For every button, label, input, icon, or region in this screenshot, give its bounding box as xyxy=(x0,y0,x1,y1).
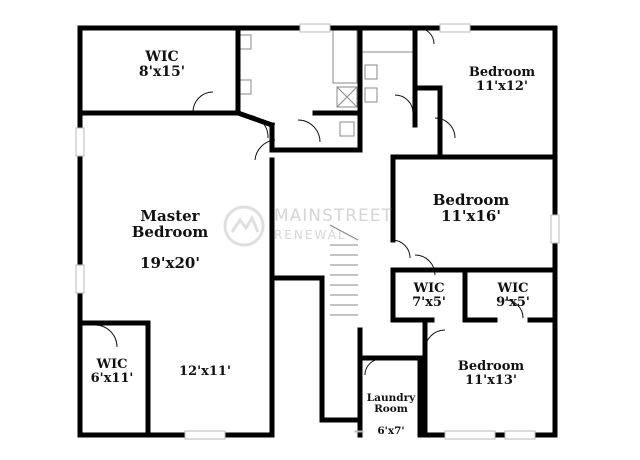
room-dims: 8'x15' xyxy=(138,63,186,80)
fixtures xyxy=(236,27,415,316)
shower-fixture xyxy=(336,86,358,108)
room-label-wic-mid-a: WIC 7'x5' xyxy=(412,282,446,309)
room-label-sitting: 12'x11' xyxy=(179,365,231,379)
watermark-line1: MAINSTREET xyxy=(274,206,393,226)
room-label-bedroom-ne: Bedroom 11'x12' xyxy=(469,66,535,93)
room-dims: 12'x11' xyxy=(179,364,231,379)
room-name: WIC xyxy=(145,49,179,65)
room-name: Bedroom xyxy=(457,359,525,374)
room-dims: 6'x11' xyxy=(90,370,134,386)
room-name: WIC xyxy=(497,281,529,296)
room-name: Bedroom xyxy=(468,65,536,80)
watermark-line2: RENEWAL xyxy=(274,228,347,242)
room-label-wic-top: WIC 8'x15' xyxy=(139,50,185,79)
room-name: WIC xyxy=(413,281,445,296)
room-label-master: Master Bedroom 19'x20' xyxy=(132,193,209,288)
toilet-fixture xyxy=(339,121,355,137)
room-label-wic-sw: WIC 6'x11' xyxy=(91,358,134,385)
room-name: Master Bedroom xyxy=(131,206,209,241)
room-name: Bedroom xyxy=(432,191,510,209)
room-label-laundry: Laundry Room 6'x7' xyxy=(367,382,415,448)
room-label-bedroom-mid: Bedroom 11'x16' xyxy=(432,191,510,225)
room-dims: 9'x5' xyxy=(496,294,530,310)
room-dims: 7'x5' xyxy=(412,294,446,310)
room-label-bedroom-se: Bedroom 11'x13' xyxy=(458,360,524,387)
watermark-logo-icon xyxy=(223,205,265,247)
staircase-steps xyxy=(330,244,358,316)
room-dims: 11'x16' xyxy=(441,206,501,225)
watermark: MAINSTREET RENEWAL xyxy=(222,198,452,258)
room-label-wic-mid-b: WIC 9'x5' xyxy=(496,282,530,309)
room-name: Laundry Room xyxy=(366,392,416,416)
toilet-fixture xyxy=(364,64,378,80)
room-name: WIC xyxy=(96,357,128,372)
room-dims: 11'x12' xyxy=(476,78,528,94)
windows xyxy=(75,23,560,440)
room-dims: 19'x20' xyxy=(140,254,200,272)
bathtub-fixture xyxy=(332,27,358,84)
staircase-break xyxy=(329,224,359,241)
room-dims: 6'x7' xyxy=(377,425,405,438)
room-dims: 11'x13' xyxy=(465,372,517,388)
tub-fixture xyxy=(361,29,415,53)
sink-fixture xyxy=(364,87,378,103)
